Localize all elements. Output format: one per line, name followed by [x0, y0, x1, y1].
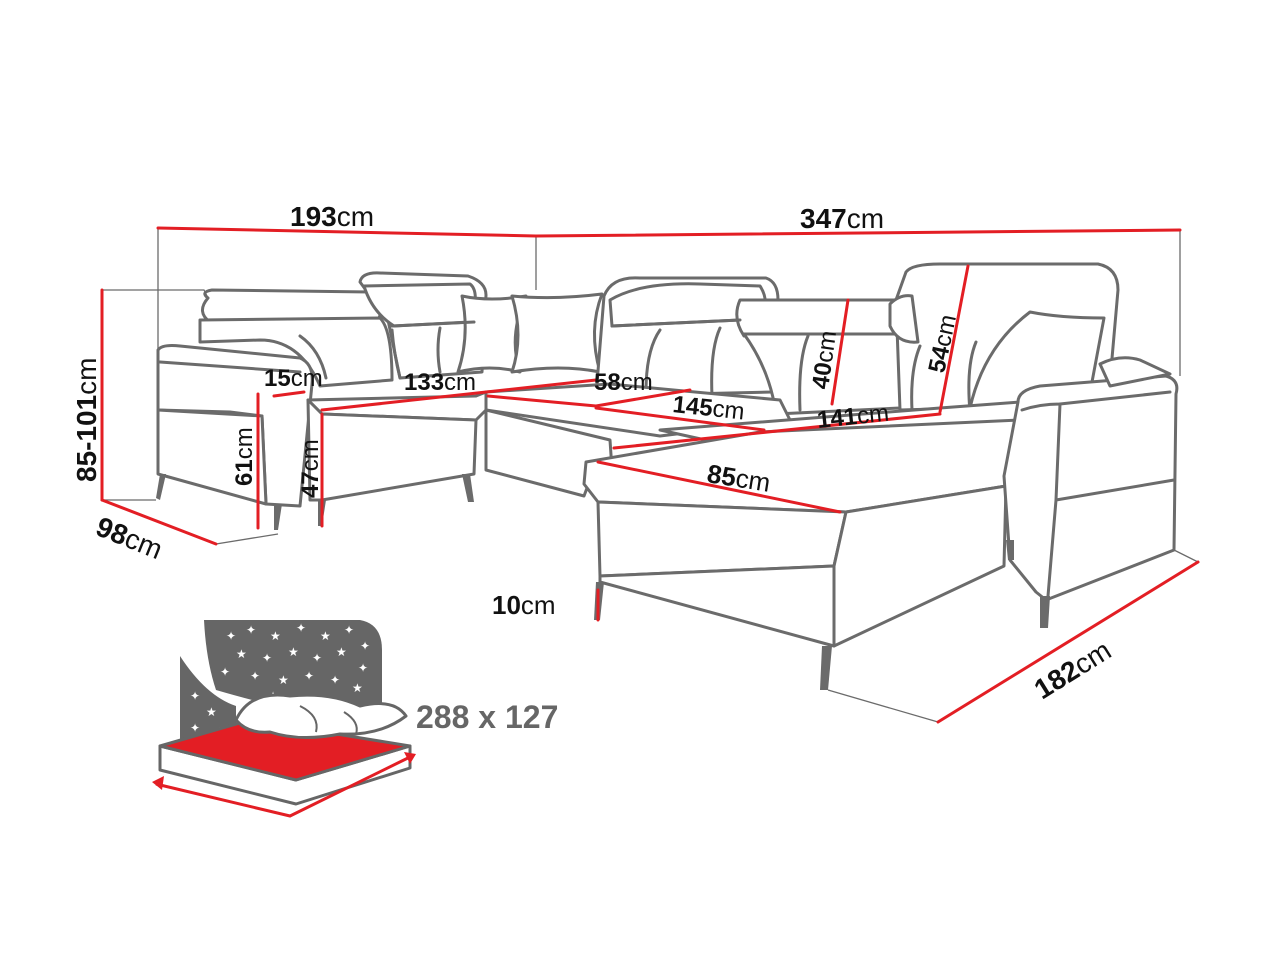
- svg-text:★: ★: [352, 681, 363, 695]
- middle-right-back: [742, 332, 902, 416]
- svg-text:✦: ✦: [360, 639, 370, 653]
- label-armrest-height: 61cm: [231, 427, 258, 486]
- chaise-base: [598, 564, 836, 648]
- svg-text:✦: ✦: [190, 721, 200, 735]
- label-seat-width-right: 141cm: [816, 400, 890, 434]
- svg-text:✦: ✦: [190, 689, 200, 703]
- dimension-line-chaise-width: [596, 460, 842, 514]
- label-width-right: 347cm: [800, 203, 884, 234]
- dimension-line-seat-depth-middle: [486, 388, 692, 408]
- label-height: 85-101cm: [71, 357, 102, 482]
- chaise-front: [596, 500, 848, 578]
- pillow-middle: [510, 292, 604, 374]
- label-armrest-width: 15cm: [264, 365, 323, 392]
- leg: [274, 504, 282, 530]
- svg-text:✦: ✦: [344, 623, 354, 637]
- bed-length-arrow: [155, 754, 413, 818]
- pillows: [234, 693, 408, 740]
- leg: [156, 474, 166, 500]
- left-arm-top-edge: [158, 360, 302, 374]
- svg-text:✦: ✦: [246, 623, 256, 637]
- svg-text:✦: ✦: [220, 665, 230, 679]
- dimension-line-armrest-width: [272, 390, 306, 398]
- svg-text:✦: ✦: [312, 651, 322, 665]
- right-armrest: [1002, 374, 1179, 602]
- svg-text:✦: ✦: [250, 669, 260, 683]
- svg-text:✦: ✦: [296, 621, 306, 635]
- svg-text:✦: ✦: [226, 629, 236, 643]
- dimension-line-width-right: [534, 228, 1182, 238]
- dimension-line-back-height-right: [938, 264, 970, 414]
- dimension-line-back-height-middle: [830, 298, 850, 406]
- left-seat-front: [320, 412, 478, 502]
- svg-text:✦: ✦: [262, 651, 272, 665]
- sofa-outline: [156, 262, 1179, 690]
- leg: [1040, 596, 1050, 628]
- dimension-labels: 193cm 347cm 85-101cm 98cm 61cm 47cm 15cm…: [71, 201, 1116, 705]
- dimension-lines: [100, 226, 1200, 724]
- extension-guides: [102, 228, 1199, 723]
- left-back-cushion: [198, 316, 394, 388]
- leg: [820, 646, 832, 690]
- label-back-height-right: 54cm: [923, 312, 962, 375]
- label-width-left: 193cm: [290, 201, 374, 232]
- svg-text:✦: ✦: [330, 673, 340, 687]
- svg-text:★: ★: [270, 629, 281, 643]
- label-chaise-length: 182cm: [1029, 634, 1117, 705]
- leg: [462, 474, 474, 502]
- tufting-seams: [298, 318, 978, 414]
- right-backrest-end: [1098, 356, 1172, 388]
- svg-text:✦: ✦: [358, 661, 368, 675]
- dimension-line-seat-width-left: [320, 378, 598, 412]
- right-headrest: [888, 294, 920, 344]
- svg-text:★: ★: [236, 647, 247, 661]
- dimension-line-depth: [100, 498, 218, 546]
- label-seat-width-middle: 145cm: [671, 391, 745, 425]
- dimension-line-chaise-length: [936, 560, 1200, 724]
- dimension-line-width-left: [156, 226, 538, 238]
- night-sky-icon: [204, 620, 382, 712]
- svg-text:★: ★: [278, 673, 289, 687]
- label-chaise-width: 85cm: [705, 458, 773, 498]
- label-seat-depth-middle: 58cm: [594, 369, 653, 396]
- bed-function-icon: ✦✦★ ✦★✦ ✦★✦ ★✦★ ✦✦★ ✦✦★ ✦★✦ ✦✦✦ 288 x 12…: [152, 620, 558, 818]
- leg: [1006, 540, 1014, 560]
- label-seat-height: 47cm: [297, 439, 324, 498]
- svg-text:★: ★: [288, 645, 299, 659]
- svg-text:★: ★: [206, 705, 217, 719]
- left-arm-base: [156, 408, 268, 506]
- svg-text:★: ★: [320, 629, 331, 643]
- label-seat-width-left: 133cm: [404, 369, 476, 396]
- dimension-line-seat-width-right: [612, 412, 942, 450]
- right-arm-seams: [1046, 402, 1176, 598]
- svg-text:★: ★: [336, 645, 347, 659]
- label-depth: 98cm: [92, 511, 167, 565]
- sleeping-area-label: 288 x 127: [416, 699, 558, 735]
- sheet: [158, 718, 412, 782]
- svg-text:✦: ✦: [304, 669, 314, 683]
- label-back-height-middle: 40cm: [807, 329, 842, 391]
- dimension-line-seat-width-middle: [594, 406, 766, 432]
- chaise-side: [832, 484, 1008, 648]
- label-leg-height: 10cm: [492, 590, 556, 620]
- left-armrest: [156, 344, 314, 508]
